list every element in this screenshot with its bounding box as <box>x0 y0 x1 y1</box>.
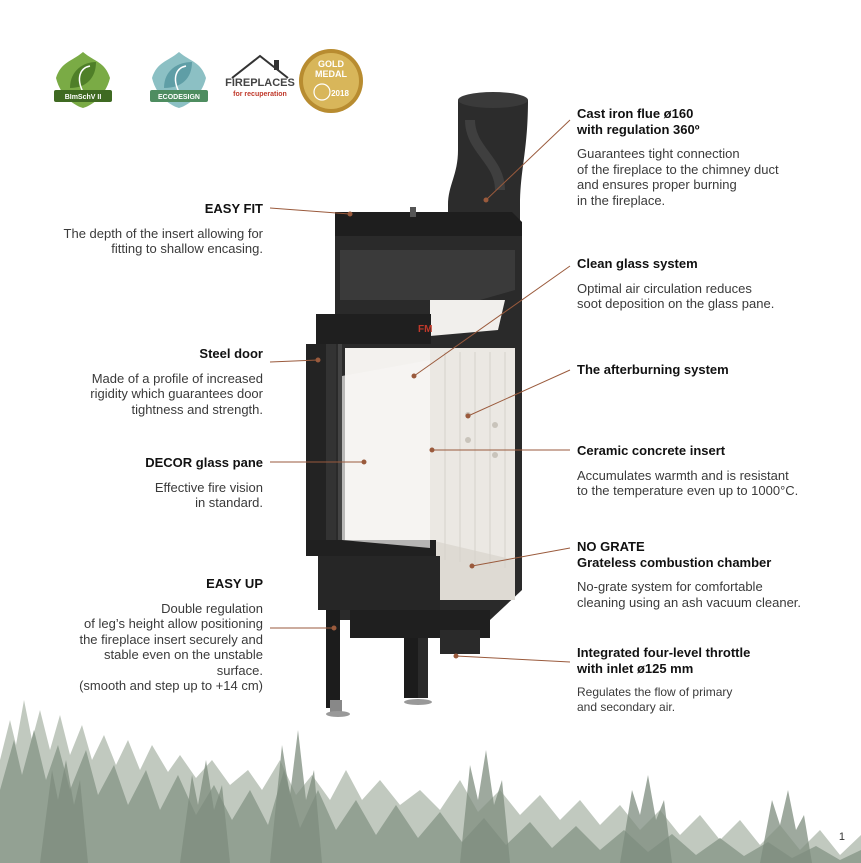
throttle-text: Regulates the flow of primary and second… <box>577 685 733 714</box>
feature-easy-up: EASY UP Double regulation of leg’s heigh… <box>23 576 263 694</box>
easy-up-heading: EASY UP <box>206 576 263 591</box>
feature-easy-fit: EASY FIT The depth of the insert allowin… <box>23 201 263 257</box>
adjustable-legs <box>326 610 432 717</box>
page-number: 1 <box>838 831 845 843</box>
ecodesign-badge: ECODESIGN <box>146 48 212 114</box>
decor-glass-pane <box>342 360 430 548</box>
fireplaces-title: FIREPLACES <box>225 77 295 89</box>
gold-medal-line2: MEDAL <box>315 69 347 79</box>
feature-steel-door: Steel door Made of a profile of increase… <box>23 346 263 417</box>
ceramic-heading: Ceramic concrete insert <box>577 443 726 458</box>
fireplaces-subtitle: for recuperation <box>233 91 287 98</box>
gold-medal-line1: GOLD <box>318 59 344 69</box>
afterburning-heading: The afterburning system <box>577 362 729 377</box>
air-throttle <box>440 630 480 654</box>
steel-door: FM <box>306 314 436 556</box>
gold-medal-year: 2018 <box>331 89 349 98</box>
feature-ceramic-insert: Ceramic concrete insert Accumulates warm… <box>577 443 837 499</box>
cast-iron-text: Guarantees tight connection of the firep… <box>577 146 779 208</box>
feature-no-grate: NO GRATE Grateless combustion chamber No… <box>577 539 837 610</box>
easy-fit-heading: EASY FIT <box>204 201 263 216</box>
clean-glass-heading: Clean glass system <box>577 256 698 271</box>
decor-glass-text: Effective fire vision in standard. <box>154 479 263 511</box>
easy-fit-text: The depth of the insert allowing for fit… <box>63 225 263 257</box>
throttle-heading: Integrated four-level throttle with inle… <box>577 645 751 676</box>
ceramic-text: Accumulates warmth and is resistant to t… <box>577 467 799 499</box>
decor-glass-heading: DECOR glass pane <box>145 455 263 470</box>
cast-iron-heading: Cast iron flue ø160 with regulation 360º <box>577 106 700 137</box>
gold-medal-badge: GOLD MEDAL 2018 <box>298 48 364 114</box>
steel-door-text: Made of a profile of increased rigidity … <box>90 370 263 417</box>
feature-decor-glass: DECOR glass pane Effective fire vision i… <box>23 455 263 511</box>
feature-throttle: Integrated four-level throttle with inle… <box>577 645 837 714</box>
steel-door-heading: Steel door <box>199 346 263 361</box>
easy-up-text: Double regulation of leg’s height allow … <box>79 600 263 694</box>
bimschv-label: BImSchV II <box>65 94 102 101</box>
feature-afterburning: The afterburning system <box>577 362 837 387</box>
feature-cast-iron-flue: Cast iron flue ø160 with regulation 360º… <box>577 106 837 208</box>
no-grate-text: No-grate system for comfortable cleaning… <box>577 579 802 610</box>
fireplaces-recuperation-badge: FIREPLACES for recuperation <box>224 48 296 114</box>
clean-glass-text: Optimal air circulation reduces soot dep… <box>577 280 775 312</box>
bimschv-badge: BImSchV II <box>50 48 116 114</box>
feature-clean-glass: Clean glass system Optimal air circulati… <box>577 256 837 312</box>
door-logo: FM <box>418 324 432 335</box>
no-grate-heading: NO GRATE Grateless combustion chamber <box>577 539 772 570</box>
ecodesign-label: ECODESIGN <box>158 94 200 101</box>
